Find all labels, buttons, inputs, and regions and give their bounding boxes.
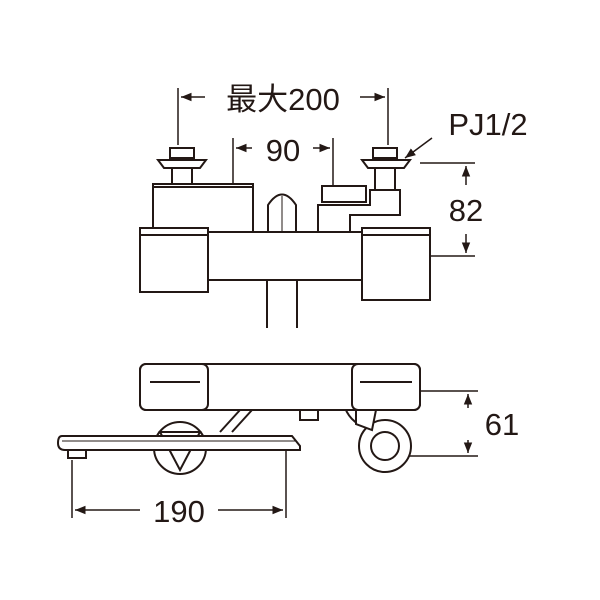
spout-length-label: 190 — [153, 494, 205, 529]
inlet-spacing-dimension — [232, 138, 334, 188]
thread-leader-line — [404, 137, 433, 159]
thread-label: PJ1/2 — [448, 107, 527, 142]
side-view — [56, 363, 478, 518]
spout-length-dimension — [71, 450, 287, 518]
top-height-label: 82 — [449, 193, 483, 228]
max-width-dimension — [177, 88, 389, 145]
side-height-dimension — [405, 390, 478, 457]
side-connectors — [219, 407, 371, 433]
spout — [56, 435, 301, 459]
top-view — [139, 88, 475, 328]
center-knob — [267, 193, 297, 233]
side-main-body — [139, 363, 421, 411]
mixer-main-body — [139, 227, 431, 301]
right-round-handle — [355, 409, 412, 473]
left-connection-unit — [152, 147, 254, 233]
max-width-label: 最大200 — [226, 82, 340, 117]
top-height-dimension — [420, 162, 475, 257]
outlet-pipe — [266, 278, 298, 328]
right-connection-elbow — [317, 147, 412, 233]
side-height-label: 61 — [485, 407, 519, 442]
inlet-spacing-label: 90 — [266, 133, 300, 168]
